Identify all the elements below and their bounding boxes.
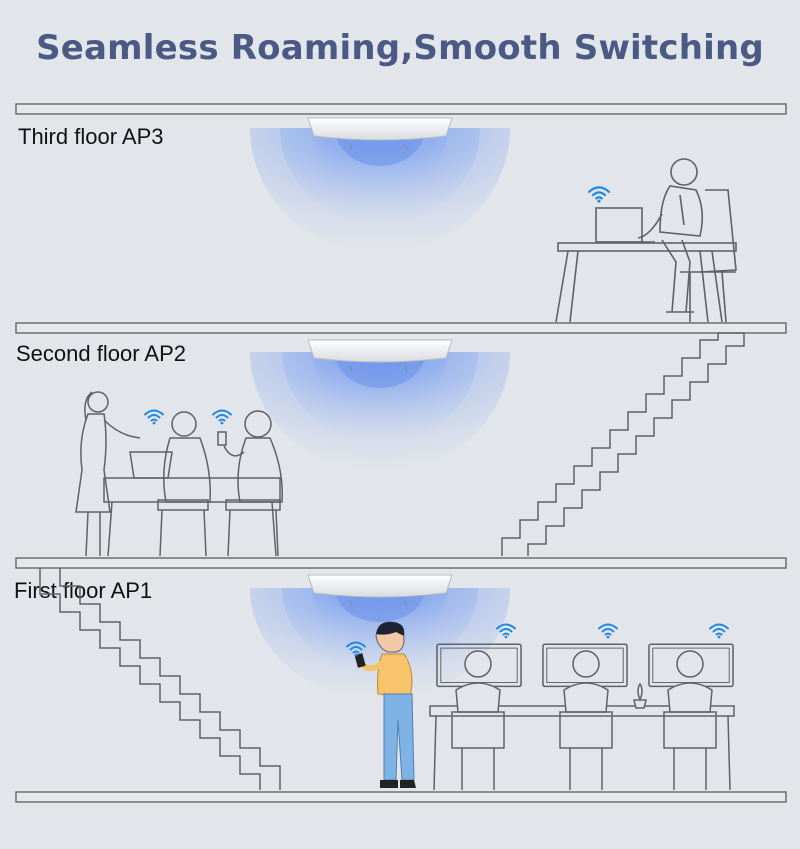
access-point-icon: [307, 574, 453, 607]
floor-2-label: Second floor AP2: [16, 341, 187, 366]
floor-slab-2: [15, 557, 787, 569]
floor-slab-3: [15, 322, 787, 334]
third-floor-desk-scene: [555, 158, 737, 323]
ap3-coverage: [250, 128, 510, 253]
floor-slab-top: [15, 103, 787, 115]
ap2-coverage: [250, 352, 510, 472]
wifi-icon: [588, 186, 610, 203]
floor-1-label: First floor AP1: [14, 578, 153, 603]
staircase-icon: [39, 568, 281, 790]
access-point-icon: [307, 339, 453, 373]
wifi-icon: [598, 623, 618, 639]
wifi-icon: [496, 623, 516, 639]
person-icon: [354, 621, 416, 788]
wifi-icon: [212, 409, 232, 425]
floor-3-label: Third floor AP3: [18, 124, 164, 149]
second-floor-meeting-scene: [75, 391, 283, 557]
access-point-icon: [307, 117, 453, 151]
wifi-icon: [709, 623, 729, 639]
diagram-title: Seamless Roaming,Smooth Switching: [36, 28, 764, 68]
seated-workers: [451, 650, 717, 790]
staircase-icon: [501, 332, 745, 556]
floor-slab-1: [15, 791, 787, 803]
wifi-icon: [144, 409, 164, 425]
